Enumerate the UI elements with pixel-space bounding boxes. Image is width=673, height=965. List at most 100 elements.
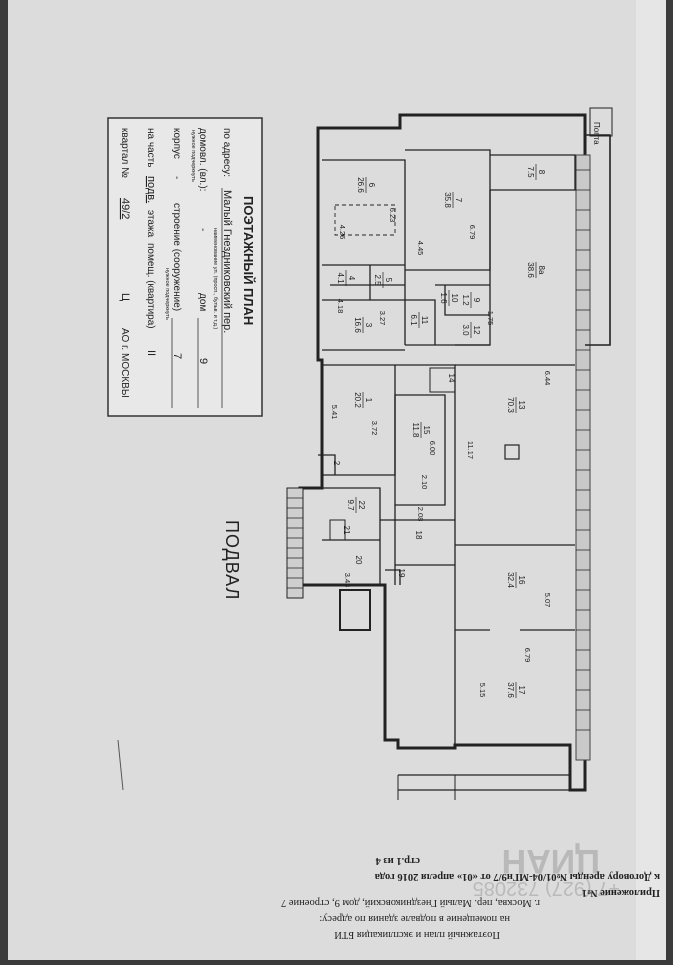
- room-number: 18: [414, 531, 423, 540]
- room-20: 20: [354, 556, 363, 565]
- dimension-label: 6.23: [388, 208, 397, 223]
- stamp-title: ПОЭТАЖНЫЙ ПЛАН: [241, 196, 256, 325]
- dimension-label: 6.00: [428, 441, 437, 456]
- room-number: 8: [537, 170, 546, 175]
- room-11: 116.1: [409, 312, 429, 328]
- room-number: 16: [517, 576, 526, 585]
- floor-label: этажа: [145, 210, 156, 238]
- room-label: помещ. (квартира): [145, 243, 156, 329]
- dom-value: 9: [197, 358, 209, 364]
- dom-label: дом: [197, 293, 208, 311]
- korpus-value: -: [171, 176, 182, 179]
- room-14: 14: [447, 374, 456, 383]
- room-number: 3: [364, 323, 373, 328]
- room-19: 19: [397, 569, 406, 578]
- room-2: 2: [332, 461, 341, 466]
- c-value: Ц: [119, 293, 131, 301]
- room-3: 316.6: [353, 317, 373, 333]
- floor-plan: [117, 107, 613, 800]
- corner-label: Попта: [592, 122, 601, 145]
- room-area: 7.5: [526, 166, 535, 178]
- dimension-label: 11.17: [466, 441, 475, 459]
- room-area: 37.6: [506, 682, 515, 698]
- hint-needed-1: нужное подчеркнуть: [190, 130, 196, 182]
- room-12: 123.0: [461, 322, 481, 338]
- part-label: на часть: [145, 128, 156, 167]
- dimension-label: 3.72: [370, 421, 379, 436]
- dimension-label: 2.08: [416, 507, 425, 522]
- room-area: 11.8: [411, 423, 420, 439]
- room-number: 14: [447, 374, 456, 383]
- watermark-logo: ЦИАН: [502, 842, 600, 880]
- watermark-number: +7 (927) 732085: [473, 877, 620, 899]
- room-number: 7: [454, 198, 463, 203]
- hint-needed-2: нужное подчеркнуть: [164, 268, 170, 320]
- room-number: 22: [357, 501, 366, 510]
- room-4: 44.1: [336, 270, 356, 286]
- floor-name: ПОДВАЛ: [222, 520, 242, 600]
- footer-appendix: Приложение №1: [582, 887, 660, 898]
- room-area: 26.6: [356, 177, 365, 193]
- room-area: 20.2: [353, 392, 362, 408]
- title-stamp: [107, 117, 263, 417]
- dimension-label: 5.41: [330, 405, 339, 420]
- room-10: 101.6: [439, 290, 459, 306]
- room-area: 32.4: [506, 572, 515, 588]
- room-1: 120.2: [353, 392, 373, 408]
- house-dash: -: [197, 228, 208, 231]
- dimension-label: 5.07: [543, 593, 552, 608]
- address-value: Малый Гнездниковский пер.: [221, 190, 233, 333]
- korpus-label: корпус: [171, 128, 182, 159]
- paper-edge: [636, 0, 666, 960]
- kvartal-label: квартал №: [119, 128, 130, 178]
- room-number: 5: [384, 278, 393, 283]
- room-7: 735.8: [443, 192, 463, 208]
- room-9: 91.2: [461, 292, 481, 308]
- room-number: 6: [367, 183, 376, 188]
- ao-label: АО г. МОСКВЫ: [119, 328, 130, 398]
- room-21: 21: [342, 526, 351, 535]
- stroenie-label: строение (сооружение): [171, 203, 182, 311]
- room-5: 52.5: [373, 272, 393, 288]
- kvartal-value: 49/2: [119, 198, 131, 219]
- dimension-label: 3.43: [343, 573, 352, 588]
- room-number: 4: [347, 276, 356, 281]
- room-area: 70.3: [506, 397, 515, 413]
- room-number: 15: [422, 426, 431, 435]
- address-label: по адресу:: [221, 128, 232, 177]
- footer-plan-sub: на помещение в подвале здания по адресу:: [319, 913, 510, 924]
- footer-page: стр.1 из 4: [375, 855, 420, 866]
- footer-contract: к Договору аренды №01/04-МГн9/7 от «01» …: [374, 871, 660, 882]
- room-number: 13: [517, 401, 526, 410]
- room-6: 626.6: [356, 177, 376, 193]
- stroenie-value: 7: [171, 353, 183, 359]
- room-area: 1.6: [439, 292, 448, 304]
- room-number: 1: [364, 398, 373, 403]
- house-label: домовл. (вл.):: [197, 128, 208, 191]
- room-area: 6.1: [409, 314, 418, 326]
- room-number: 8а: [537, 266, 546, 275]
- room-number: 21: [342, 526, 351, 535]
- room-number: 20: [354, 556, 363, 565]
- room-number: 2: [332, 461, 341, 466]
- room-area: 9.7: [346, 499, 355, 511]
- stamp-text: ПОЭТАЖНЫЙ ПЛАН по адресу: Малый Гнездник…: [119, 128, 256, 408]
- room-area: 38.6: [526, 262, 535, 278]
- room-number: 17: [517, 686, 526, 695]
- room-number: 11: [420, 316, 429, 325]
- room-8: 87.5: [526, 164, 546, 180]
- room-18: 18: [414, 531, 423, 540]
- part-value: подв.: [145, 176, 157, 203]
- dimension-label: 5.15: [478, 683, 487, 698]
- watermark: ЦИАН +7 (927) 732085: [473, 842, 620, 899]
- room-number: 12: [472, 326, 481, 335]
- dimension-label: 6.79: [523, 648, 532, 663]
- room-area: 1.2: [461, 294, 470, 306]
